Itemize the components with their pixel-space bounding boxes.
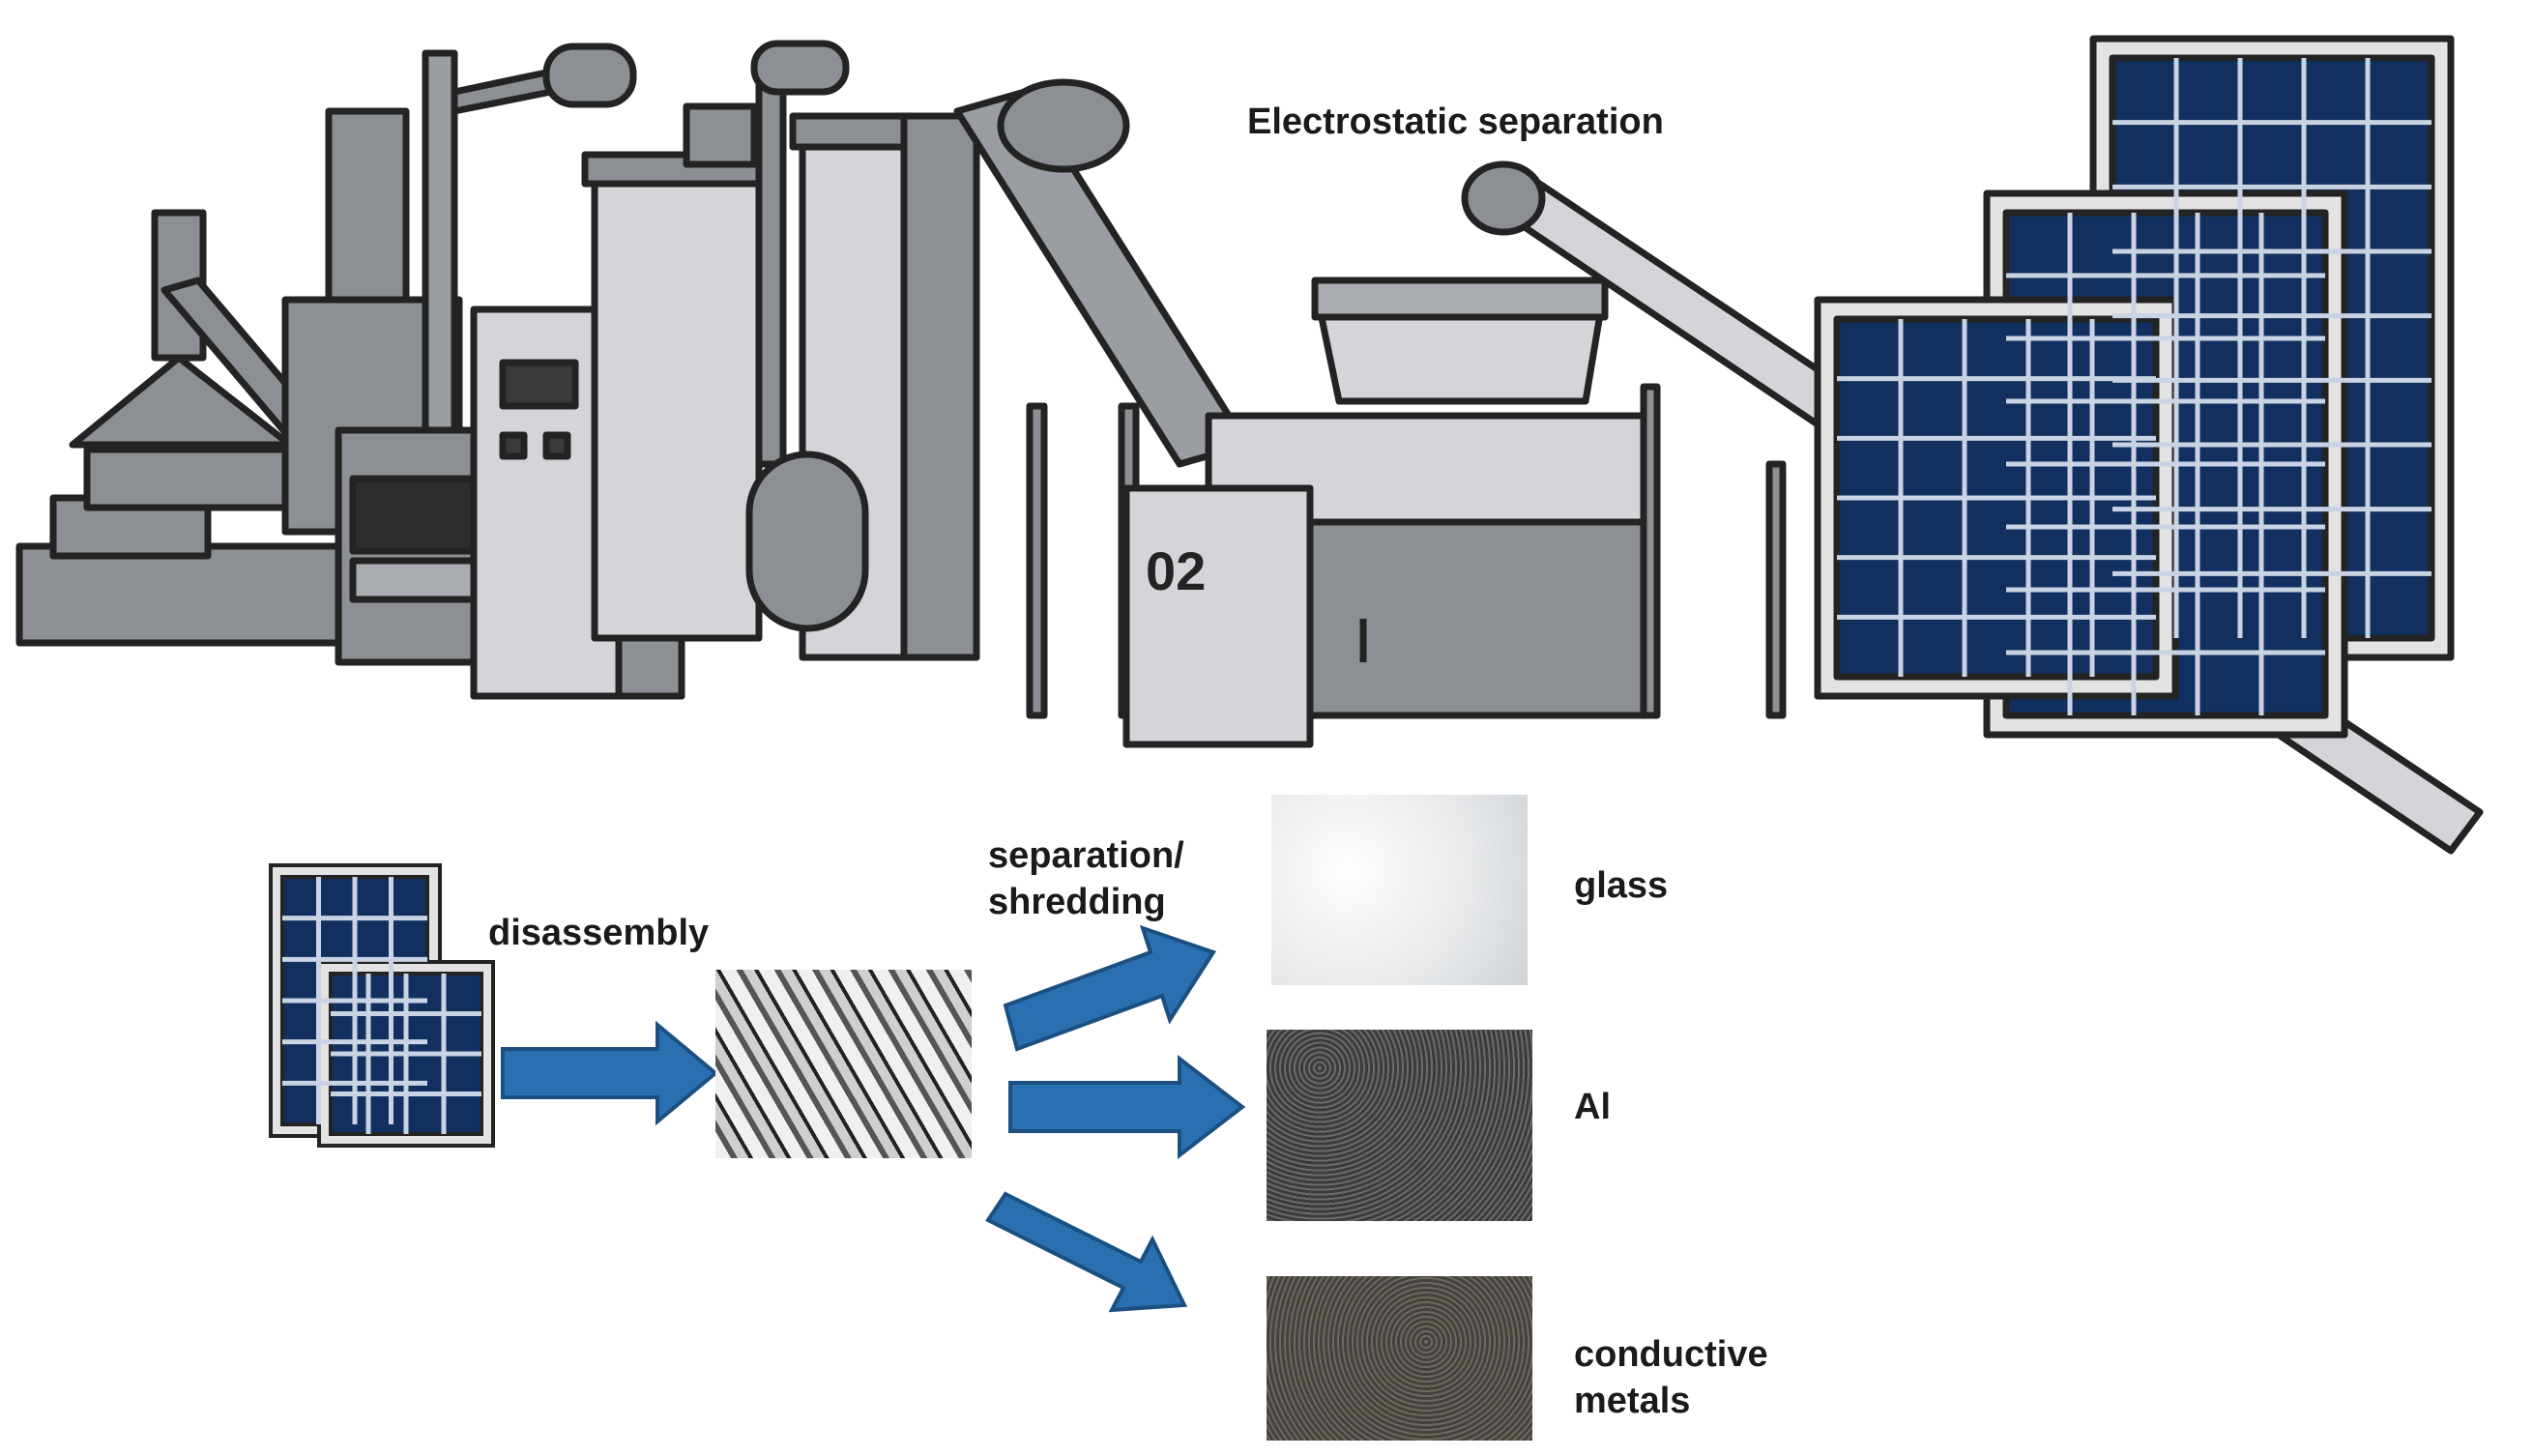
disassembly-arrow-icon xyxy=(501,1020,719,1126)
separation-label: separation/ shredding xyxy=(988,833,1184,925)
glass-label: glass xyxy=(1574,865,1669,906)
electrostatic-separation-label: Electrostatic separation xyxy=(1247,102,1664,142)
glass-sample xyxy=(1271,795,1528,985)
al-arrow-icon xyxy=(1008,1054,1246,1160)
conductive-metals-sample xyxy=(1267,1276,1532,1441)
machine-number: 02 xyxy=(1146,540,1206,601)
disassembly-label: disassembly xyxy=(488,913,710,953)
conductive-metals-line1: conductive xyxy=(1574,1334,1768,1375)
factory-tank xyxy=(281,43,637,560)
separation-label-line2: shredding xyxy=(988,881,1166,922)
shredded-scrap-icon xyxy=(715,970,972,1158)
glass-arrow-icon xyxy=(1003,924,1217,1052)
al-label: Al xyxy=(1574,1087,1611,1127)
input-solar-panels xyxy=(269,863,495,1148)
factory-columns xyxy=(581,40,990,661)
flow-arrows xyxy=(501,924,1246,1313)
conductive-metals-label: conductive metals xyxy=(1574,1332,1768,1424)
separation-label-line1: separation/ xyxy=(988,835,1184,876)
shredder-machine: 02 xyxy=(1122,277,1647,748)
conductive-metals-line2: metals xyxy=(1574,1380,1691,1421)
aluminium-sample xyxy=(1267,1030,1532,1221)
metals-arrow-icon xyxy=(985,1191,1188,1313)
factory-oven xyxy=(335,426,497,666)
